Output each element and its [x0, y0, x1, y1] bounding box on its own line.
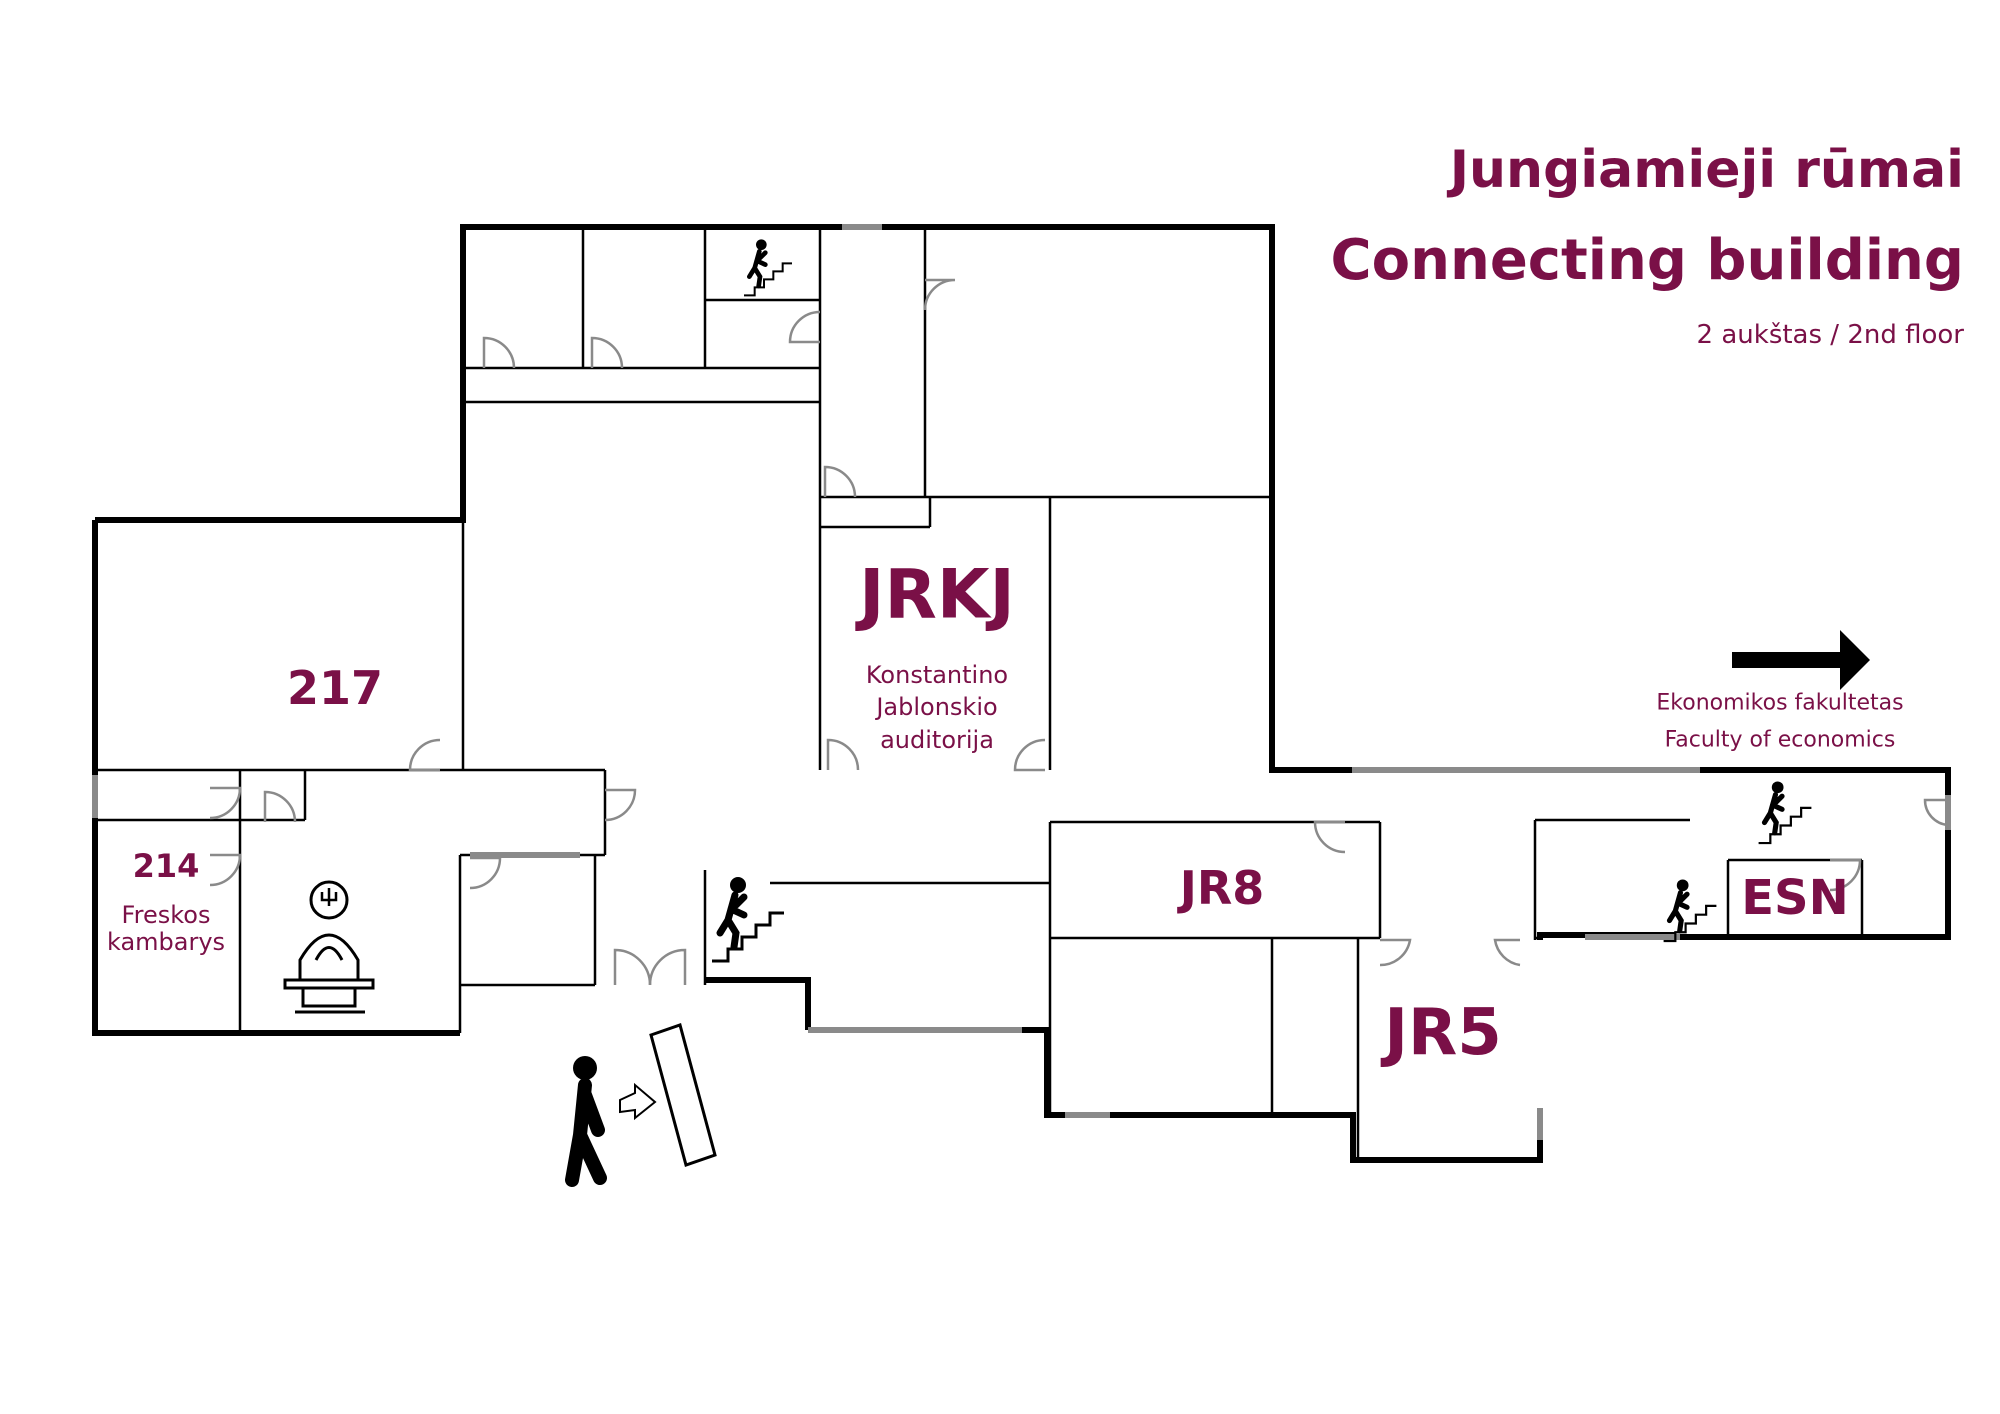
door-icon	[613, 948, 652, 986]
building-title-en: Connecting building	[1330, 228, 1964, 293]
door-icon	[1313, 820, 1346, 854]
direction-line1: Ekonomikos fakultetas	[1656, 690, 1904, 716]
door-icon	[1379, 938, 1412, 967]
door-icon	[648, 948, 687, 986]
stairs-icon	[712, 877, 784, 961]
building-title-lt: Jungiamieji rūmai	[1449, 140, 1964, 200]
windows	[92, 224, 1951, 1140]
door-icon	[590, 336, 624, 369]
room-jrkj-name-line3: auditorija	[880, 726, 994, 754]
door-icon	[209, 853, 242, 887]
direction-line2: Faculty of economics	[1664, 727, 1896, 753]
door-icon	[1923, 798, 1949, 827]
door-icon	[209, 786, 242, 820]
stairs-icon	[744, 239, 792, 295]
door-icon	[1013, 738, 1046, 772]
room-esn-label: ESN	[1741, 870, 1849, 926]
charging-station-icon	[283, 880, 375, 1014]
room-jr8-label: JR8	[1179, 861, 1265, 915]
entrance-person-icon	[565, 1023, 717, 1187]
room-jr5-label: JR5	[1384, 996, 1502, 1070]
stairs-icon	[1664, 879, 1717, 941]
door-icon	[826, 738, 860, 771]
door-icon	[923, 278, 956, 311]
door-icon	[604, 788, 637, 822]
room-217-label: 217	[286, 661, 384, 715]
door-icon	[482, 336, 516, 369]
arrow-right-icon	[1732, 630, 1870, 690]
room-jrkj-label: JRKJ	[859, 555, 1015, 635]
room-jrkj-name-line2: Jablonskio	[876, 693, 998, 721]
room-214-label: 214	[132, 847, 200, 885]
interior-walls	[95, 227, 1864, 1160]
door-icon	[1829, 858, 1862, 892]
doors	[209, 278, 1949, 986]
door-icon	[263, 790, 297, 823]
door-icon	[408, 738, 441, 772]
stairs-icon	[1759, 781, 1812, 843]
door-icon	[788, 310, 821, 344]
floor-label: 2 aukštas / 2nd floor	[1696, 320, 1964, 350]
room-214-name-line2: kambarys	[106, 928, 226, 956]
door-icon	[1493, 938, 1521, 967]
door-icon	[823, 465, 857, 498]
door-icon	[469, 856, 502, 890]
room-214-name-line1: Freskos	[121, 901, 211, 929]
room-jrkj-name-line1: Konstantino	[865, 661, 1009, 689]
